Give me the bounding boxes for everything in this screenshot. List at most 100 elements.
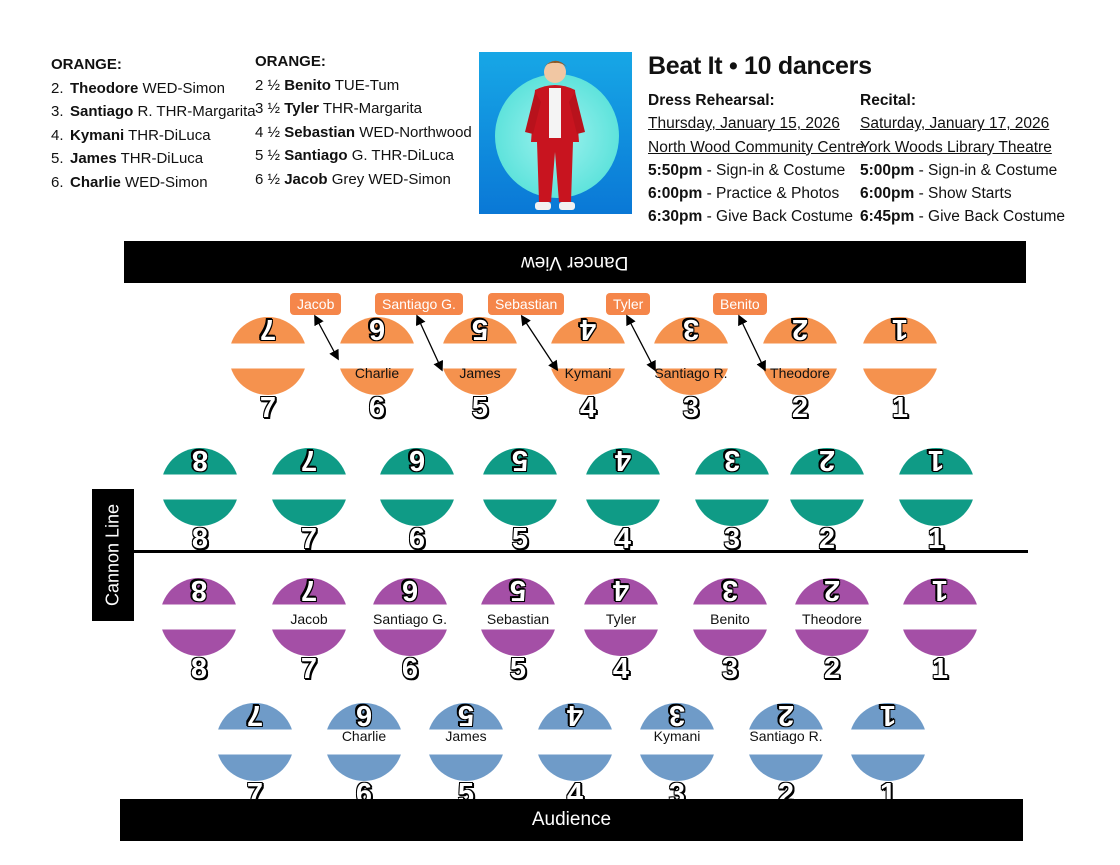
schedule-time: 6:45pm — [860, 208, 915, 226]
formation-spot-blue — [216, 703, 294, 781]
roster-right-heading: ORANGE: — [255, 53, 326, 70]
roster-item: 3.Santiago R. THR-Margarita — [51, 100, 256, 124]
spot-number: 3 — [682, 392, 700, 424]
schedule-text: - Give Back Costume — [914, 208, 1066, 226]
roster-item: 5 ½ Santiago G. THR-DiLuca — [255, 144, 472, 168]
formation-spot-green — [481, 448, 559, 526]
swap-arrow — [738, 314, 766, 372]
spot-dancer-name: James — [445, 728, 487, 744]
roster-item: 4. Kymani THR-DiLuca — [51, 124, 256, 148]
spot-dancer-name: Sebastian — [486, 611, 550, 627]
swap-tag: Santiago G. — [375, 293, 463, 315]
roster-item-name: Kymani — [70, 126, 125, 144]
spot-number: 1 — [891, 392, 909, 424]
schedule-text: - Show Starts — [914, 185, 1012, 203]
roster-left-heading: ORANGE: — [51, 56, 122, 73]
spot-number: 8 — [190, 653, 208, 685]
schedule-time: 6:00pm — [860, 185, 915, 203]
spot-dancer-name: Charlie — [341, 728, 387, 744]
formation-spot-orange — [652, 317, 730, 395]
spot-number: 3 — [723, 523, 741, 555]
spot-number: 5 — [511, 523, 529, 555]
roster-item-detail: G. THR-DiLuca — [347, 147, 454, 164]
schedule-time: 5:50pm — [648, 161, 703, 179]
formation-spot-blue — [747, 703, 825, 781]
dancer-photo — [479, 52, 632, 214]
roster-item-detail: THR-DiLuca — [116, 150, 204, 167]
formation-spot-blue — [536, 703, 614, 781]
roster-item-name: Charlie — [70, 173, 121, 191]
roster-item-number: 4 ½ — [255, 123, 285, 141]
swap-tag: Tyler — [606, 293, 651, 315]
roster-item-number: 6. — [51, 173, 64, 191]
formation-spot-purple — [479, 578, 557, 656]
spot-number: 6 — [401, 653, 419, 685]
formation-spot-orange — [441, 317, 519, 395]
formation-spot-purple — [691, 578, 769, 656]
roster-item-detail: THR-DiLuca — [124, 126, 211, 144]
schedule-text: - Practice & Photos — [702, 185, 840, 203]
spot-number: 4 — [612, 653, 630, 685]
formation-spot-purple — [793, 578, 871, 656]
roster-item-number: 6 ½ — [255, 170, 285, 188]
spot-dancer-name: Jacob — [290, 611, 328, 627]
formation-spot-blue — [849, 703, 927, 781]
formation-spot-green — [584, 448, 662, 526]
spot-dancer-name: Kymani — [564, 365, 612, 381]
swap-arrow — [520, 314, 559, 372]
roster-item-name: Santiago — [284, 147, 348, 164]
formation-spot-blue — [638, 703, 716, 781]
dress-heading: Dress Rehearsal: — [648, 92, 775, 109]
schedule-line: 6:30pm - Give Back Costume — [648, 205, 864, 228]
roster-item-name: Jacob — [284, 170, 328, 188]
formation-spot-purple — [371, 578, 449, 656]
roster-item-name: Theodore — [70, 79, 139, 97]
formation-spot-green — [897, 448, 975, 526]
roster-item-number: 2. — [51, 79, 64, 97]
swap-arrow — [415, 314, 444, 372]
dancer-view-bar: Dancer View — [124, 241, 1026, 283]
spot-dancer-name: Theodore — [802, 611, 862, 627]
dress-venue: North Wood Community Centre — [648, 138, 864, 156]
schedule-line: 6:00pm - Practice & Photos — [648, 182, 864, 205]
roster-item: 6 ½ Jacob Grey WED-Simon — [255, 168, 472, 192]
spot-number: 5 — [471, 392, 489, 424]
spot-number: 3 — [721, 653, 739, 685]
spot-number: 6 — [408, 523, 426, 555]
formation-spot-green — [161, 448, 239, 526]
roster-item-number: 4. — [51, 126, 64, 144]
roster-item: 3 ½ Tyler THR-Margarita — [255, 97, 472, 121]
roster-item: 4 ½ Sebastian WED-Northwood — [255, 121, 472, 145]
spot-number: 4 — [614, 523, 632, 555]
recital-info: Recital: Saturday, January 17, 2026 York… — [860, 89, 1065, 229]
roster-item: 5.James THR-DiLuca — [51, 147, 256, 171]
formation-spot-blue — [427, 703, 505, 781]
spot-number: 2 — [823, 653, 841, 685]
page-title: Beat It • 10 dancers — [648, 52, 872, 80]
formation-spot-orange — [338, 317, 416, 395]
spot-dancer-name: Benito — [710, 611, 750, 627]
formation-spot-green — [270, 448, 348, 526]
schedule-line: 6:45pm - Give Back Costume — [860, 205, 1065, 228]
roster-item-name: James — [70, 150, 117, 167]
roster-item: 2 ½ Benito TUE-Tum — [255, 74, 472, 98]
spot-number: 2 — [818, 523, 836, 555]
spot-number: 6 — [368, 392, 386, 424]
cannon-line-label: Cannon Line — [102, 503, 123, 607]
formation-spot-green — [788, 448, 866, 526]
recital-date: Saturday, January 17, 2026 — [860, 115, 1050, 133]
spot-number: 1 — [931, 653, 949, 685]
spot-dancer-name: Santiago R. — [654, 365, 728, 381]
schedule-time: 5:00pm — [860, 161, 915, 179]
audience-bar: Audience — [120, 799, 1023, 841]
roster-item: 2.Theodore WED-Simon — [51, 77, 256, 101]
formation-spot-purple — [160, 578, 238, 656]
audience-label: Audience — [531, 809, 612, 830]
swap-tag: Benito — [713, 293, 767, 315]
dress-rehearsal-info: Dress Rehearsal: Thursday, January 15, 2… — [648, 89, 864, 229]
dress-date: Thursday, January 15, 2026 — [648, 115, 840, 133]
schedule-text: - Sign-in & Costume — [702, 161, 846, 179]
schedule-line: 5:50pm - Sign-in & Costume — [648, 159, 864, 182]
